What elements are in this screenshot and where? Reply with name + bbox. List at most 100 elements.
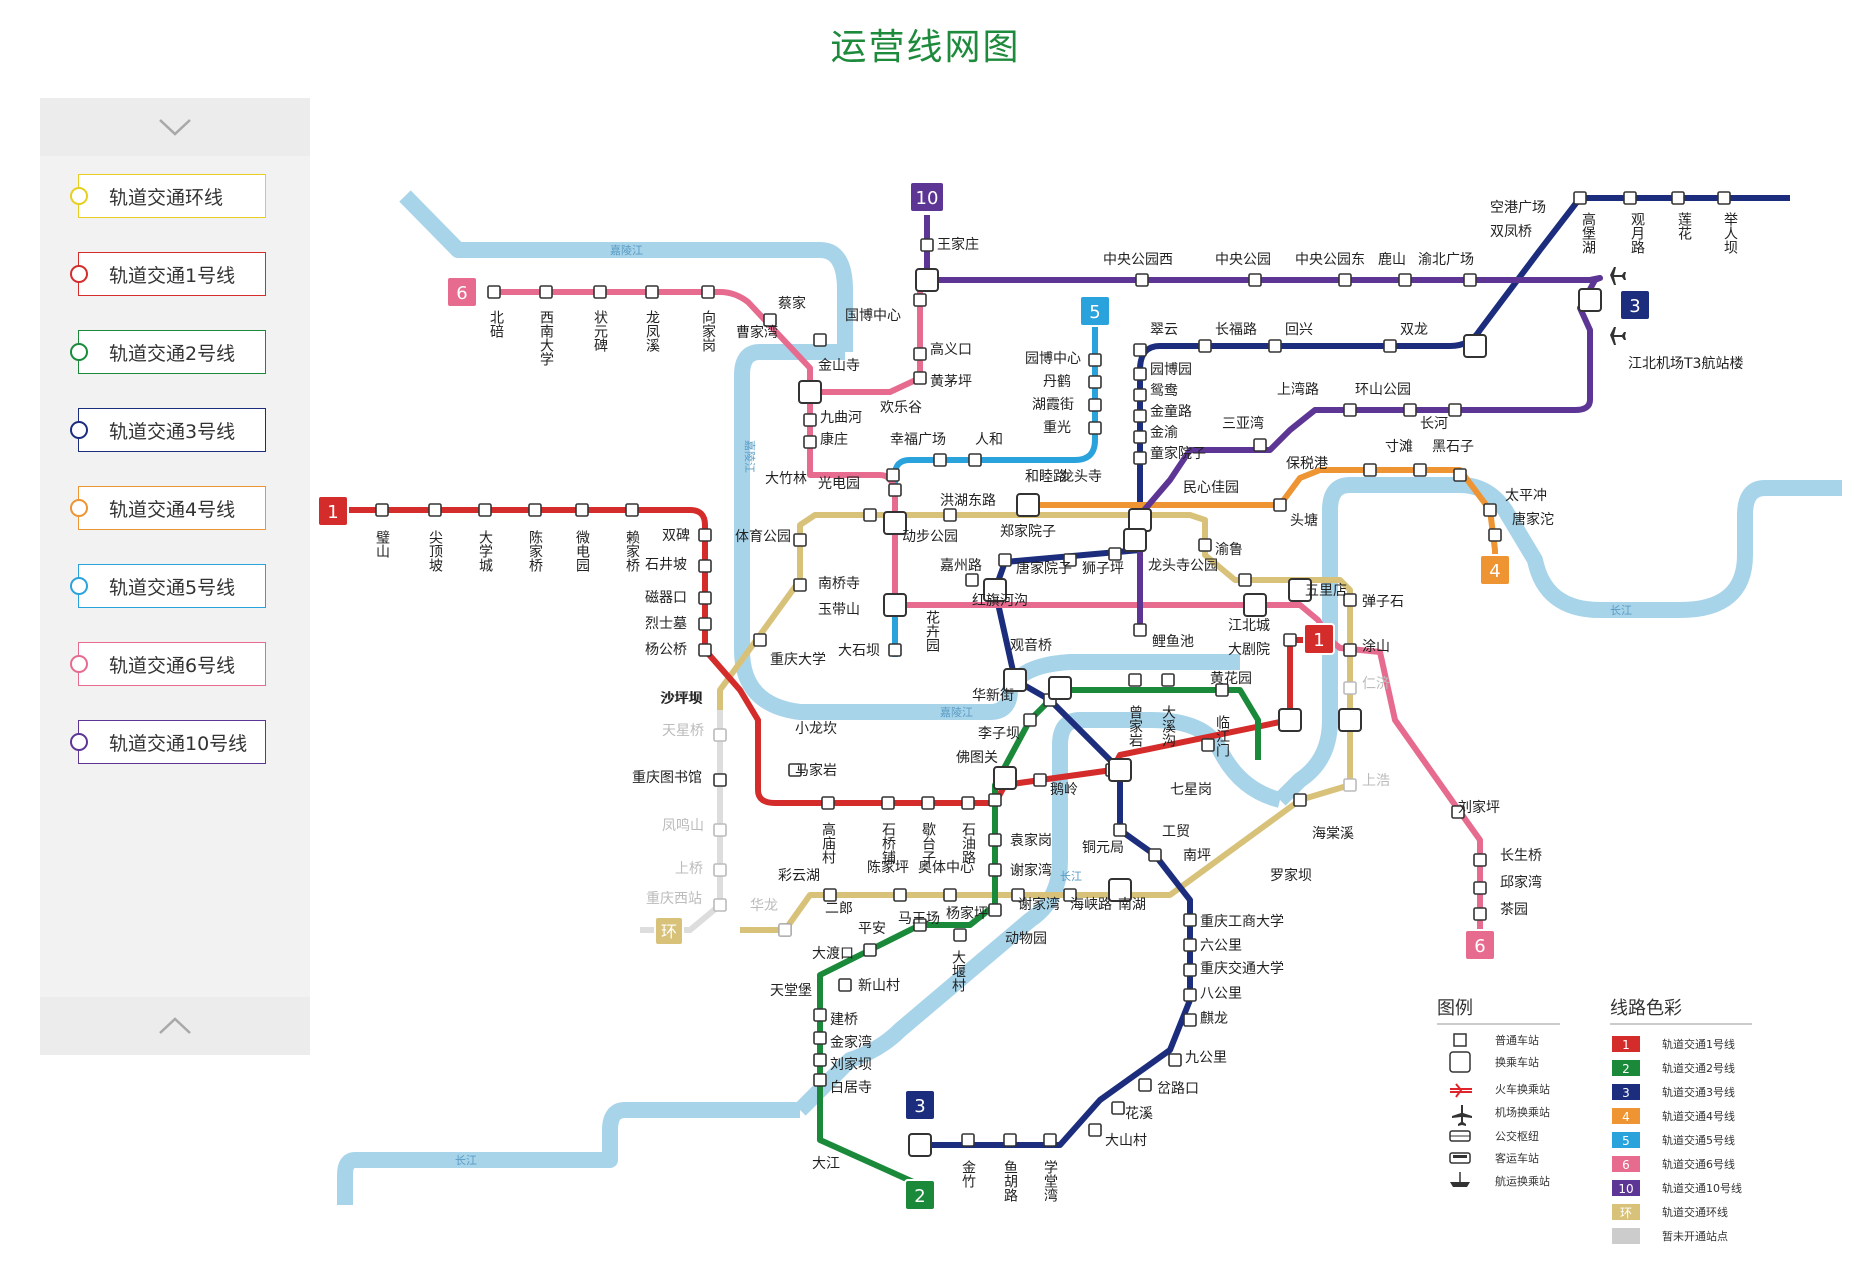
station-marker[interactable] bbox=[1484, 504, 1496, 516]
station-marker[interactable] bbox=[1134, 368, 1146, 380]
station-marker[interactable] bbox=[804, 414, 816, 426]
station-marker[interactable] bbox=[989, 834, 1001, 846]
station-marker[interactable] bbox=[1284, 634, 1296, 646]
station-marker[interactable] bbox=[1449, 404, 1461, 416]
transfer-station-marker[interactable] bbox=[1579, 289, 1601, 311]
station-marker[interactable] bbox=[954, 929, 966, 941]
transfer-station-marker[interactable] bbox=[884, 594, 906, 616]
station-marker[interactable] bbox=[804, 436, 816, 448]
station-marker[interactable] bbox=[839, 979, 851, 991]
station-marker[interactable] bbox=[1184, 914, 1196, 926]
station-marker[interactable] bbox=[1149, 849, 1161, 861]
station-marker[interactable] bbox=[999, 554, 1011, 566]
station-marker[interactable] bbox=[702, 286, 714, 298]
station-marker[interactable] bbox=[1399, 274, 1411, 286]
station-marker[interactable] bbox=[989, 904, 1001, 916]
transfer-station-marker[interactable] bbox=[916, 269, 938, 291]
station-marker[interactable] bbox=[1718, 192, 1730, 204]
station-marker[interactable] bbox=[1162, 674, 1174, 686]
station-marker[interactable] bbox=[1489, 529, 1501, 541]
station-marker[interactable] bbox=[1199, 539, 1211, 551]
station-marker[interactable] bbox=[646, 286, 658, 298]
station-marker[interactable] bbox=[989, 794, 1001, 806]
station-marker[interactable] bbox=[1254, 439, 1266, 451]
station-marker[interactable] bbox=[1134, 410, 1146, 422]
station-marker[interactable] bbox=[914, 348, 926, 360]
station-marker[interactable] bbox=[714, 899, 726, 911]
station-marker[interactable] bbox=[1672, 192, 1684, 204]
station-marker[interactable] bbox=[1339, 274, 1351, 286]
station-marker[interactable] bbox=[914, 294, 926, 306]
station-marker[interactable] bbox=[989, 864, 1001, 876]
station-marker[interactable] bbox=[1109, 548, 1121, 560]
transfer-station-marker[interactable] bbox=[1049, 677, 1071, 699]
station-marker[interactable] bbox=[922, 797, 934, 809]
station-marker[interactable] bbox=[889, 484, 901, 496]
station-marker[interactable] bbox=[814, 1054, 826, 1066]
station-marker[interactable] bbox=[699, 592, 711, 604]
station-marker[interactable] bbox=[1139, 1079, 1151, 1091]
station-marker[interactable] bbox=[1344, 404, 1356, 416]
station-marker[interactable] bbox=[1269, 340, 1281, 352]
station-marker[interactable] bbox=[1344, 682, 1356, 694]
station-marker[interactable] bbox=[1184, 964, 1196, 976]
station-marker[interactable] bbox=[1184, 939, 1196, 951]
station-marker[interactable] bbox=[1169, 1054, 1181, 1066]
station-marker[interactable] bbox=[1089, 422, 1101, 434]
station-marker[interactable] bbox=[1134, 431, 1146, 443]
station-marker[interactable] bbox=[699, 618, 711, 630]
station-marker[interactable] bbox=[594, 286, 606, 298]
station-marker[interactable] bbox=[714, 824, 726, 836]
station-marker[interactable] bbox=[1202, 739, 1214, 751]
station-marker[interactable] bbox=[1404, 404, 1416, 416]
station-marker[interactable] bbox=[1249, 274, 1261, 286]
station-marker[interactable] bbox=[1624, 192, 1636, 204]
station-marker[interactable] bbox=[714, 864, 726, 876]
station-marker[interactable] bbox=[1414, 464, 1426, 476]
station-marker[interactable] bbox=[479, 504, 491, 516]
station-marker[interactable] bbox=[894, 889, 906, 901]
station-marker[interactable] bbox=[626, 504, 638, 516]
transfer-station-marker[interactable] bbox=[994, 767, 1016, 789]
station-marker[interactable] bbox=[822, 797, 834, 809]
station-marker[interactable] bbox=[1129, 674, 1141, 686]
station-marker[interactable] bbox=[914, 372, 926, 384]
station-marker[interactable] bbox=[779, 924, 791, 936]
station-marker[interactable] bbox=[714, 729, 726, 741]
station-marker[interactable] bbox=[962, 1134, 974, 1146]
station-marker[interactable] bbox=[1089, 354, 1101, 366]
station-marker[interactable] bbox=[1004, 1134, 1016, 1146]
station-marker[interactable] bbox=[1044, 1134, 1056, 1146]
station-marker[interactable] bbox=[1344, 779, 1356, 791]
station-marker[interactable] bbox=[376, 504, 388, 516]
station-marker[interactable] bbox=[1239, 574, 1251, 586]
transfer-station-marker[interactable] bbox=[1339, 709, 1361, 731]
station-marker[interactable] bbox=[488, 286, 500, 298]
station-marker[interactable] bbox=[754, 634, 766, 646]
station-marker[interactable] bbox=[814, 1009, 826, 1021]
station-marker[interactable] bbox=[1089, 376, 1101, 388]
station-marker[interactable] bbox=[814, 1074, 826, 1086]
station-marker[interactable] bbox=[1574, 192, 1586, 204]
transfer-station-marker[interactable] bbox=[1464, 335, 1486, 357]
station-marker[interactable] bbox=[1134, 624, 1146, 636]
station-marker[interactable] bbox=[882, 797, 894, 809]
transfer-station-marker[interactable] bbox=[799, 381, 821, 403]
station-marker[interactable] bbox=[921, 239, 933, 251]
station-marker[interactable] bbox=[1474, 882, 1486, 894]
station-marker[interactable] bbox=[1364, 464, 1376, 476]
station-marker[interactable] bbox=[889, 644, 901, 656]
station-marker[interactable] bbox=[1184, 989, 1196, 1001]
station-marker[interactable] bbox=[794, 579, 806, 591]
station-marker[interactable] bbox=[1024, 714, 1036, 726]
station-marker[interactable] bbox=[1136, 274, 1148, 286]
station-marker[interactable] bbox=[1134, 389, 1146, 401]
transfer-station-marker[interactable] bbox=[1279, 709, 1301, 731]
station-marker[interactable] bbox=[576, 504, 588, 516]
station-marker[interactable] bbox=[934, 454, 946, 466]
station-marker[interactable] bbox=[1199, 340, 1211, 352]
station-marker[interactable] bbox=[1114, 824, 1126, 836]
station-marker[interactable] bbox=[699, 644, 711, 656]
station-marker[interactable] bbox=[1134, 452, 1146, 464]
transfer-station-marker[interactable] bbox=[1017, 494, 1039, 516]
